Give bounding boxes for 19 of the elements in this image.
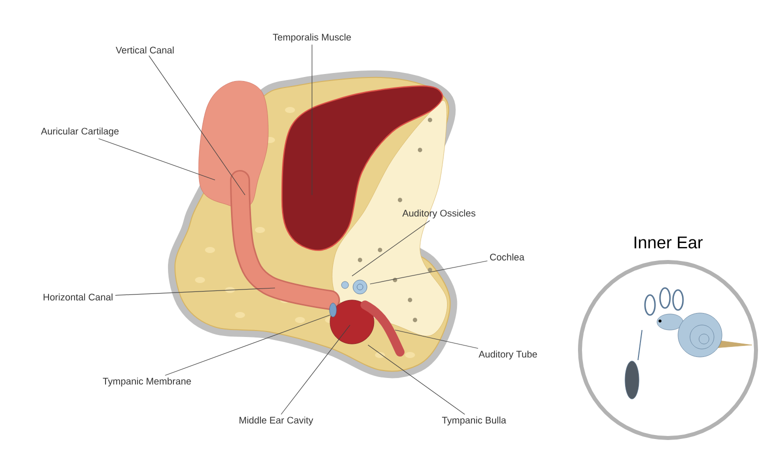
part-label: Auricular Cartilage [40, 128, 119, 136]
leader-line [370, 260, 488, 284]
part-label: Vertical Canal [116, 46, 174, 54]
part-label: Cochlea [490, 254, 524, 260]
part-label: Temporalis Muscle [272, 34, 351, 42]
leader-line [280, 324, 350, 415]
part-label: Auditory Ossicles [402, 210, 476, 218]
leader-line [368, 344, 466, 415]
part-label: Tympanic Membrane [102, 378, 191, 386]
part-label: Middle Ear Cavity [240, 416, 314, 426]
part-label: Tympanic Bulla [442, 416, 506, 426]
part-label: Auditory Tube [478, 350, 537, 360]
leader-line [98, 138, 216, 180]
leader-line [394, 330, 478, 349]
leader-line [115, 288, 276, 296]
node-label: Inner Ear [634, 236, 703, 248]
leader-line [164, 314, 330, 376]
part-label: Horizontal Canal [44, 294, 112, 300]
leader-line [148, 55, 246, 196]
